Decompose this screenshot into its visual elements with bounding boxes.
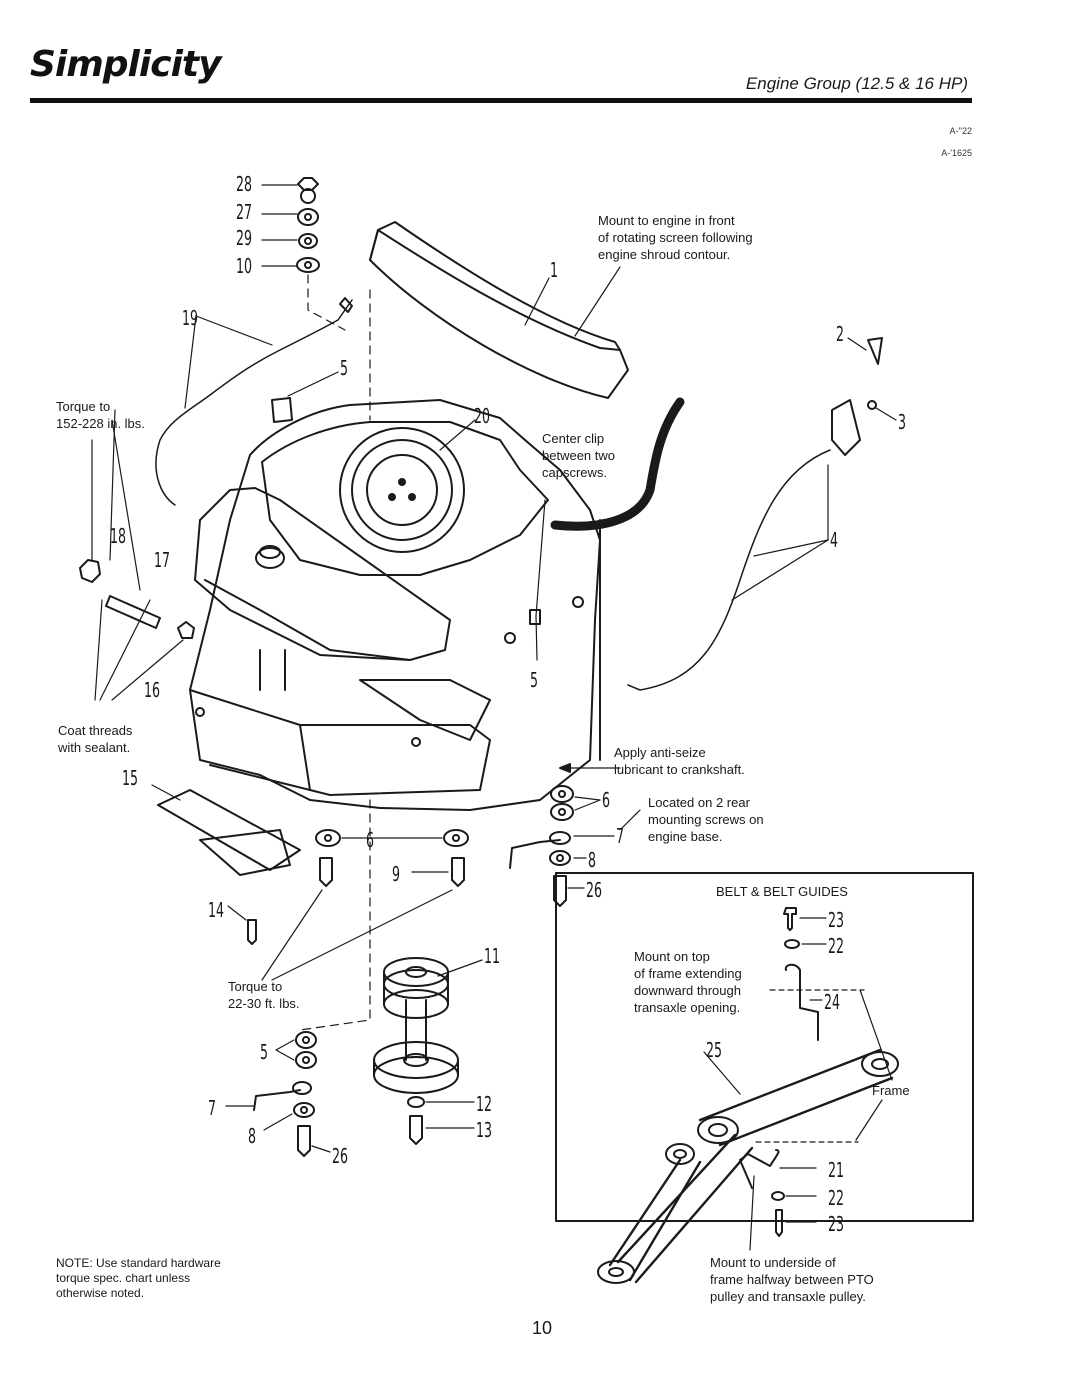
callout-line: Mount on top — [634, 949, 710, 964]
part-number-9: 9 — [392, 862, 401, 886]
callout-coat-threads: Coat threads with sealant. — [58, 722, 132, 756]
ref-code-2: A-'1625 — [941, 148, 972, 158]
callout-mount-under: Mount to underside of frame halfway betw… — [710, 1254, 874, 1305]
brand-logo: Simplicity — [30, 44, 222, 85]
part-number-23-bottom: 23 — [828, 1212, 845, 1236]
callout-line: 22-30 ft. lbs. — [228, 996, 300, 1011]
part-number-19: 19 — [182, 306, 199, 330]
callout-line: frame halfway between PTO — [710, 1272, 874, 1287]
part-number-8-right: 8 — [588, 848, 597, 872]
callout-line: Torque to — [228, 979, 283, 994]
callout-line: of rotating screen following — [598, 230, 753, 245]
callout-line: engine base. — [648, 829, 723, 844]
part-number-11: 11 — [484, 944, 501, 968]
callout-line: of frame extending — [634, 966, 742, 981]
header-rule — [30, 98, 972, 103]
part-number-6-mid: 6 — [366, 828, 375, 852]
ref-code-1: A-''22 — [949, 126, 972, 136]
callout-line: lubricant to crankshaft. — [614, 762, 745, 777]
part-number-13: 13 — [476, 1118, 493, 1142]
callout-line: engine shroud contour. — [598, 247, 731, 262]
page-title: Engine Group (12.5 & 16 HP) — [745, 74, 968, 93]
callout-torque-bottom: Torque to 22-30 ft. lbs. — [228, 978, 300, 1012]
part-number-16: 16 — [144, 678, 161, 702]
callout-line: downward through — [634, 983, 741, 998]
callout-line: Center clip — [542, 431, 605, 446]
part-number-15: 15 — [122, 766, 139, 790]
callout-line: pulley and transaxle pulley. — [710, 1289, 866, 1304]
callout-line: Located on 2 rear — [648, 795, 750, 810]
callout-mount-top: Mount on top of frame extending downward… — [634, 948, 742, 1016]
belt-guides-box — [555, 872, 974, 1222]
callout-line: Torque to — [56, 399, 111, 414]
note-line: torque spec. chart unless — [56, 1271, 191, 1285]
part-number-22-bottom: 22 — [828, 1186, 845, 1210]
part-number-22-top: 22 — [828, 934, 845, 958]
part-number-20: 20 — [474, 404, 491, 428]
part-number-14: 14 — [208, 898, 225, 922]
belts — [608, 1048, 894, 1284]
part-number-7-left: 7 — [208, 1096, 217, 1120]
callout-center-clip: Center clip between two capscrews. — [542, 430, 615, 481]
callout-line: capscrews. — [542, 465, 608, 480]
part-number-26-right: 26 — [586, 878, 603, 902]
callout-line: transaxle opening. — [634, 1000, 741, 1015]
callout-line: Mount to engine in front — [598, 213, 735, 228]
callout-line: between two — [542, 448, 615, 463]
note-line: otherwise noted. — [56, 1286, 145, 1300]
callout-anti-seize: Apply anti-seize lubricant to crankshaft… — [614, 744, 745, 778]
page-number: 10 — [532, 1318, 553, 1338]
part-number-12: 12 — [476, 1092, 493, 1116]
part-number-1: 1 — [550, 258, 559, 282]
callout-rear-screws: Located on 2 rear mounting screws on eng… — [648, 794, 764, 845]
callout-line: 152-228 in. lbs. — [56, 416, 145, 431]
part-number-18: 18 — [110, 524, 127, 548]
part-number-5-mid: 5 — [530, 668, 539, 692]
callout-line: Mount to underside of — [710, 1255, 836, 1270]
part-number-26-left: 26 — [332, 1144, 349, 1168]
part-number-25: 25 — [706, 1038, 723, 1062]
part-number-6-right: 6 — [602, 788, 611, 812]
part-number-21: 21 — [828, 1158, 845, 1182]
part-number-7-right: 7 — [616, 824, 625, 848]
part-number-4: 4 — [830, 528, 839, 552]
part-number-23-top: 23 — [828, 908, 845, 932]
part-number-29: 29 — [236, 226, 253, 250]
callout-line: with sealant. — [58, 740, 131, 755]
part-number-8-left: 8 — [248, 1124, 257, 1148]
part-number-5-bottom: 5 — [260, 1040, 269, 1064]
pto-pulley — [373, 957, 459, 1094]
part-number-5-top: 5 — [340, 356, 349, 380]
belt-guides-title: BELT & BELT GUIDES — [716, 884, 848, 899]
right-hardware-stack — [509, 785, 574, 907]
callout-line: Apply anti-seize — [614, 745, 706, 760]
part-number-28: 28 — [236, 172, 253, 196]
note-line: NOTE: Use standard hardware — [56, 1256, 221, 1270]
part-number-2: 2 — [836, 322, 845, 346]
callout-line: mounting screws on — [648, 812, 764, 827]
part-number-17: 17 — [154, 548, 171, 572]
part-number-27: 27 — [236, 200, 253, 224]
torque-note: NOTE: Use standard hardware torque spec.… — [56, 1256, 221, 1301]
callout-frame: Frame — [872, 1083, 910, 1098]
top-hardware-stack — [296, 177, 320, 273]
part-number-24: 24 — [824, 990, 841, 1014]
callout-torque-top: Torque to 152-228 in. lbs. — [56, 398, 145, 432]
engine-body — [189, 399, 601, 811]
callout-mount-screen: Mount to engine in front of rotating scr… — [598, 212, 753, 263]
part-number-3: 3 — [898, 410, 907, 434]
callout-line: Coat threads — [58, 723, 133, 738]
screen-shroud — [369, 221, 629, 399]
part-number-10: 10 — [236, 254, 253, 278]
